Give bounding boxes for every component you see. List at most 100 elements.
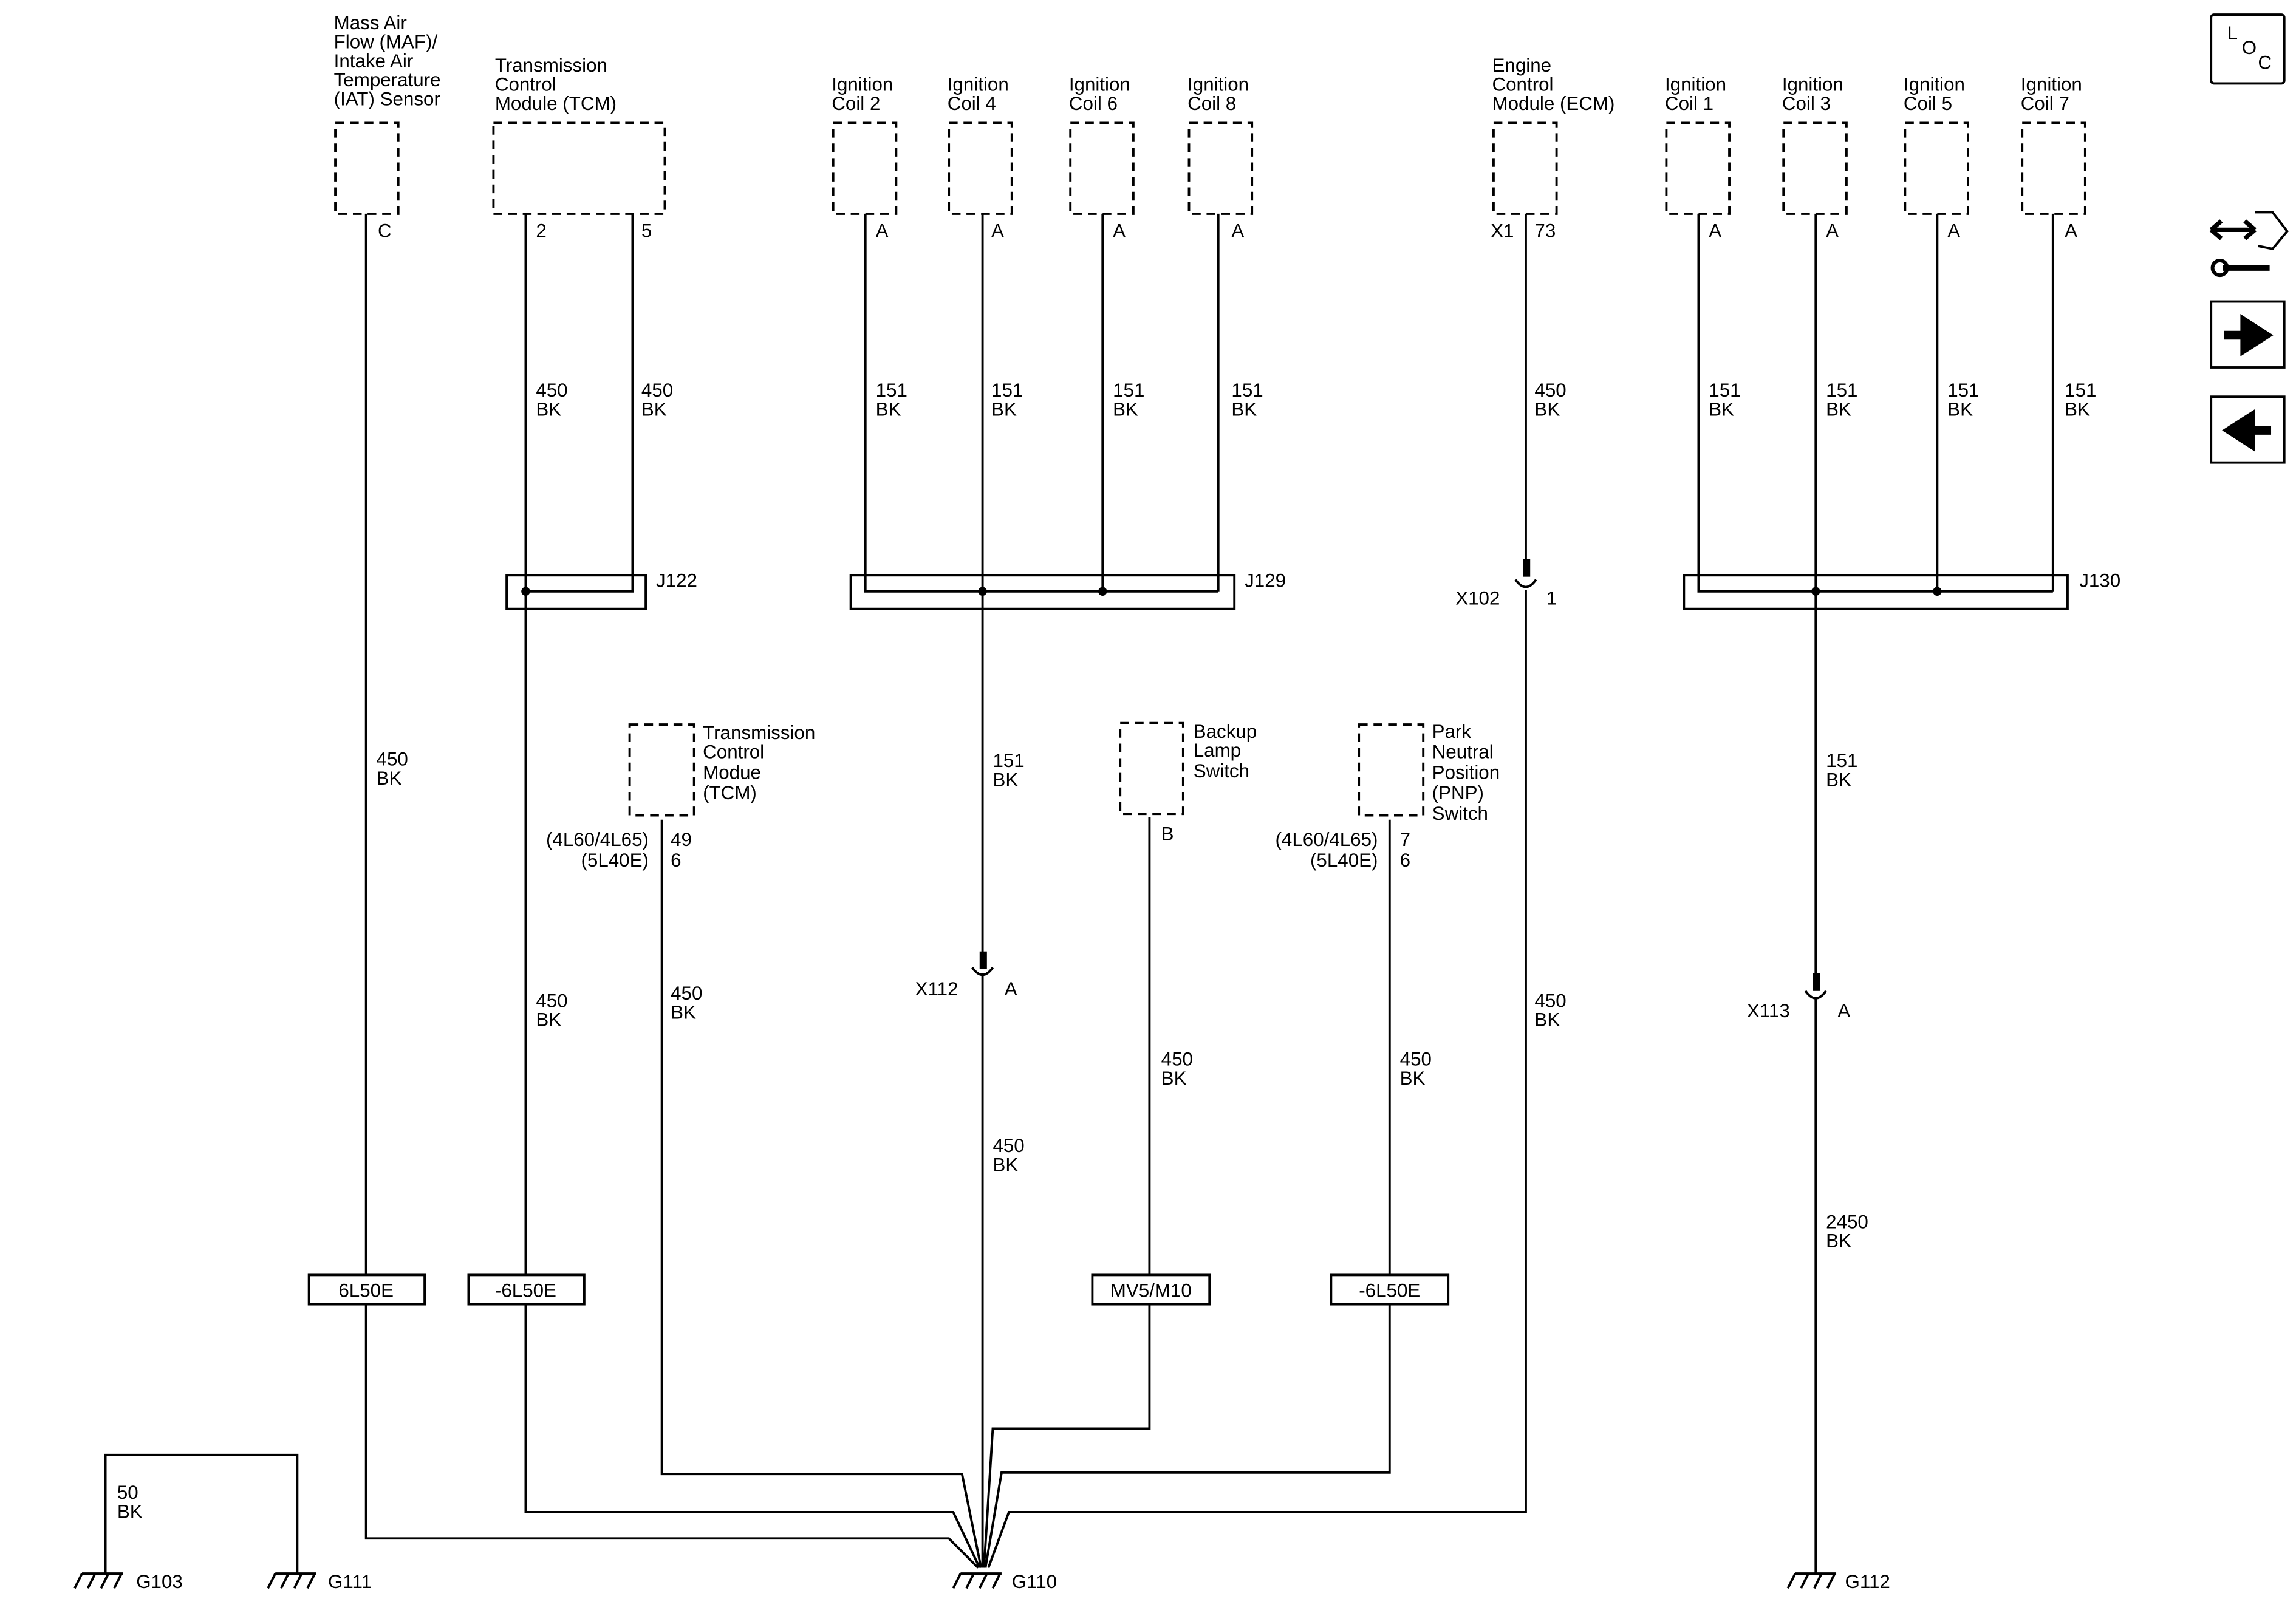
wire-color-label: BK xyxy=(1113,399,1138,420)
wire-tcm-pin2-ground[interactable] xyxy=(524,213,981,1569)
splice-j130[interactable]: J130 xyxy=(1683,570,2120,610)
tcm-mid-box xyxy=(628,723,695,817)
connector-x102[interactable]: X102 1 xyxy=(1455,559,1557,609)
option-not-6l50e-pnp[interactable]: -6L50E xyxy=(1330,1273,1450,1306)
ground-g112[interactable]: G112 xyxy=(1786,1571,1890,1592)
coil2-box xyxy=(832,121,898,215)
wire-tcm-mid-ground[interactable] xyxy=(660,819,983,1568)
option-6l50e[interactable]: 6L50E xyxy=(307,1273,426,1306)
tcm-top-label-line1: Transmission xyxy=(495,55,607,76)
wire-color-label: BK xyxy=(2065,399,2090,420)
coil2-pin-a: A xyxy=(876,220,889,241)
connector-socket-icon xyxy=(971,967,994,977)
option-label: -6L50E xyxy=(1359,1280,1420,1301)
loc-letter-o: O xyxy=(2242,37,2257,58)
wire-pnp-ground[interactable] xyxy=(984,819,1391,1568)
x113-label: X113 xyxy=(1747,1000,1790,1021)
coil1-pin-a: A xyxy=(1709,220,1721,241)
wire-color-label: BK xyxy=(1161,1068,1187,1089)
splice-j122[interactable]: J122 xyxy=(505,570,697,610)
wire-color-label: BK xyxy=(1534,1009,1560,1031)
backup-box xyxy=(1119,721,1184,816)
location-button[interactable]: L O C xyxy=(2210,13,2286,85)
wire-color-label: BK xyxy=(671,1002,696,1023)
backup-pin-b: B xyxy=(1161,823,1174,845)
wire-color-label: BK xyxy=(1400,1068,1426,1089)
backup-lamp-switch[interactable]: Backup Lamp Switch xyxy=(1119,721,1262,816)
coil3-box xyxy=(1782,121,1848,215)
wire-circuit-label: 450 xyxy=(1534,990,1566,1011)
ground-g103[interactable]: G103 xyxy=(73,1571,183,1592)
coil8-pin-a: A xyxy=(1231,220,1244,241)
wire-circuit-label: 151 xyxy=(1826,380,1857,401)
x112-pin: A xyxy=(1005,978,1017,1000)
tcm-mid-variant-a: (4L60/4L65) xyxy=(546,829,649,850)
engine-control-module[interactable]: Engine Control Module (ECM) xyxy=(1492,55,1615,215)
wire-color-label: BK xyxy=(991,399,1017,420)
maf-label-line1: Mass Air xyxy=(334,12,407,33)
connector-x113[interactable]: X113 A xyxy=(1747,973,1850,1021)
maf-iat-sensor[interactable]: Mass Air Flow (MAF)/ Intake Air Temperat… xyxy=(334,12,446,215)
wire-coil2[interactable] xyxy=(864,213,1218,593)
connector-x112[interactable]: X112 A xyxy=(915,951,1017,1000)
ground-symbol-icon xyxy=(952,1572,1002,1589)
splice-dot xyxy=(1098,587,1107,596)
x112-label: X112 xyxy=(915,978,958,1000)
pnp-pin-a: 7 xyxy=(1400,829,1410,850)
tcm-top-module[interactable]: Transmission Control Module (TCM) xyxy=(492,55,666,215)
previous-page-button[interactable] xyxy=(2210,395,2286,464)
tcm-top-label-line3: Module (TCM) xyxy=(495,93,617,114)
wire-circuit-label: 151 xyxy=(993,750,1024,771)
ecm-box xyxy=(1492,121,1558,215)
coil5-box xyxy=(1904,121,1969,215)
maf-label-line4: Temperature xyxy=(334,69,441,90)
ecm-label-line2: Control xyxy=(1492,73,1554,95)
coil5-pin-a: A xyxy=(1947,220,1960,241)
wire-backup-lamp-ground[interactable] xyxy=(983,816,1151,1568)
wire-circuit-label: 450 xyxy=(1534,380,1566,401)
connector-socket-icon xyxy=(1804,990,1827,1000)
tcm-mid-module[interactable]: Transmission Control Modue (TCM) xyxy=(628,722,821,817)
wire-coil1[interactable] xyxy=(1697,213,2053,593)
wire-maf-ground[interactable] xyxy=(364,213,979,1569)
splice-j129[interactable]: J129 xyxy=(849,570,1286,610)
splice-dot xyxy=(521,587,530,596)
option-not-6l50e-tcm[interactable]: -6L50E xyxy=(467,1273,586,1306)
wire-circuit-label: 151 xyxy=(1947,380,1979,401)
wire-g103-g111[interactable] xyxy=(104,1453,299,1574)
splice-j129-label: J129 xyxy=(1245,570,1286,592)
wire-circuit-label: 450 xyxy=(641,380,673,401)
svg-text:Engine Control Mod: Engine Control Module (ECM) xyxy=(1492,55,1615,114)
wire-x102-ground[interactable] xyxy=(987,590,1527,1569)
g111-label: G111 xyxy=(328,1571,372,1592)
g103-label: G103 xyxy=(136,1571,183,1592)
wire-color-label: BK xyxy=(1231,399,1257,420)
wire-color-label: BK xyxy=(1534,399,1560,420)
wire-color-label: BK xyxy=(1826,769,1851,790)
connector-pin-icon xyxy=(1813,973,1820,991)
wire-tcm-pin5-splice[interactable] xyxy=(525,213,634,593)
tcm-mid-variant-b: (5L40E) xyxy=(581,850,648,871)
ground-g110[interactable]: G110 xyxy=(952,1571,1057,1592)
wire-color-label: BK xyxy=(536,1009,561,1031)
ground-g111[interactable]: G111 xyxy=(267,1571,372,1592)
connector-repair-button[interactable] xyxy=(2209,211,2289,278)
pnp-switch[interactable]: Park Neutral Position (PNP) Switch xyxy=(1358,721,1505,824)
coil3-pin-a: A xyxy=(1826,220,1839,241)
g112-label: G112 xyxy=(1845,1571,1890,1592)
tcm-pin-2: 2 xyxy=(536,220,546,241)
option-mv5-m10[interactable]: MV5/M10 xyxy=(1091,1273,1211,1306)
next-page-button[interactable] xyxy=(2210,300,2286,369)
